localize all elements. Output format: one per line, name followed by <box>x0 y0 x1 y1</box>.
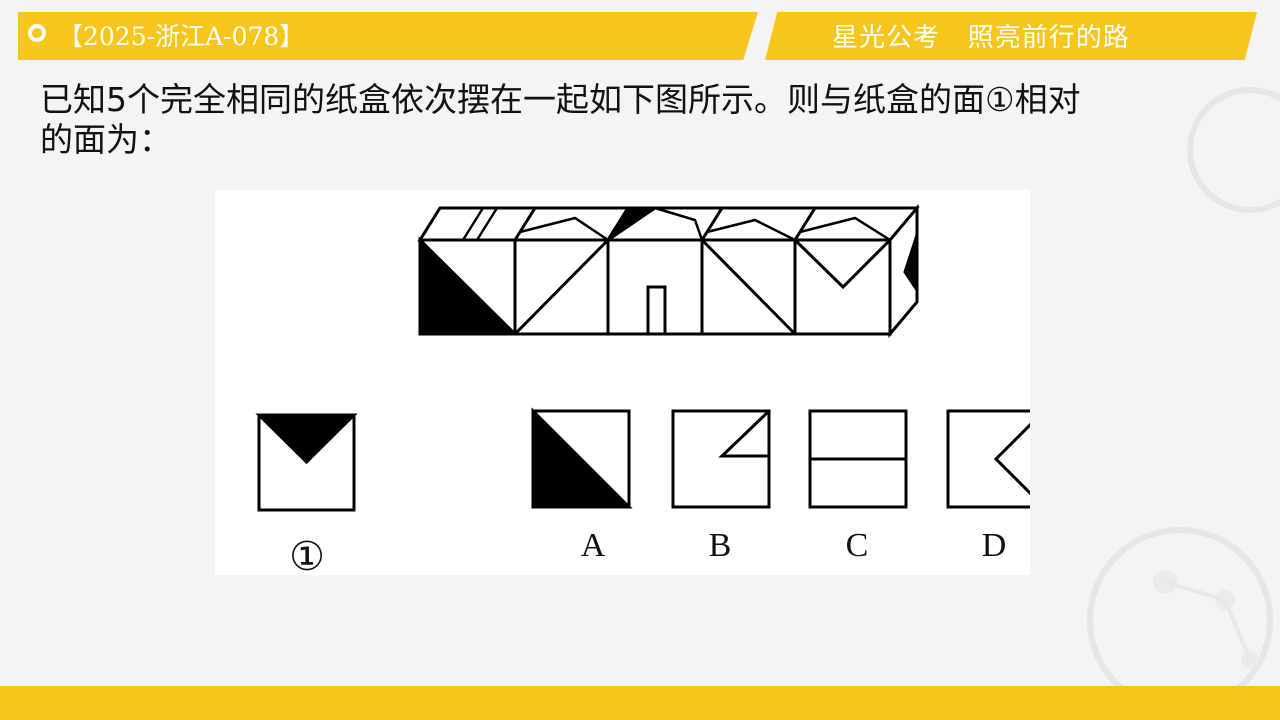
option-c-label: C <box>845 527 869 564</box>
option-b-figure <box>671 409 771 509</box>
question-code: 【2025-浙江A-078】 <box>58 22 305 51</box>
header-bar-right <box>765 12 1257 60</box>
boxes-row-figure <box>417 203 920 339</box>
option-b-label: B <box>708 527 732 564</box>
footer-bar <box>0 686 1280 720</box>
reference-face-1 <box>255 413 358 512</box>
question-text: 已知5个完全相同的纸盒依次摆在一起如下图所示。则与纸盒的面①相对 的面为： <box>40 80 1081 159</box>
brand-slogan: 星光公考 照亮前行的路 <box>832 23 1130 53</box>
option-a-figure <box>531 407 633 509</box>
circle-icon <box>28 24 46 42</box>
figure-panel: ① A B C D <box>215 190 1030 579</box>
option-c-figure <box>808 409 908 509</box>
option-a-label: A <box>580 527 606 564</box>
reference-label: ① <box>289 534 325 579</box>
option-d-figure <box>946 409 1030 509</box>
header-bar-left <box>18 12 758 60</box>
option-d-label: D <box>981 527 1007 564</box>
